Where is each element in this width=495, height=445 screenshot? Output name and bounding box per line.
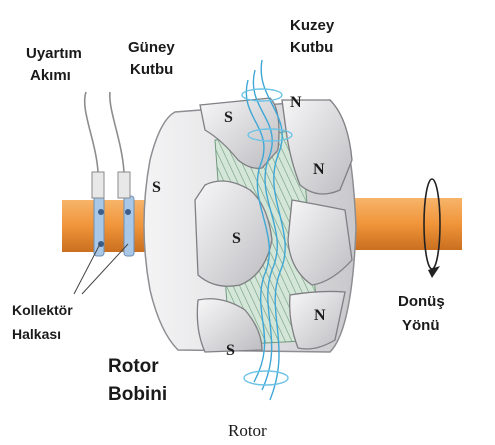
pole-label-n-1: N [290, 94, 302, 111]
pole-label-s-2: S [152, 179, 161, 196]
claw-pole-mid-south [194, 180, 273, 287]
claw-pole-bottom-south [196, 298, 263, 353]
claw-pole-top-north [281, 99, 353, 195]
label-rotor: Rotor [228, 421, 267, 440]
shaft-right [350, 198, 462, 250]
label-excitation-current: Uyartım Akımı [26, 45, 86, 84]
pole-label-s-1: S [224, 109, 233, 126]
brush-2 [117, 171, 131, 199]
pole-label-s-4: S [226, 342, 235, 359]
wire-2 [109, 91, 125, 173]
brush-1 [91, 171, 105, 199]
label-south-pole: Güney Kutbu [128, 39, 179, 78]
wire-1 [83, 91, 99, 173]
label-slip-ring: Kollektör Halkası [12, 302, 77, 342]
pole-label-n-3: N [314, 307, 326, 324]
pole-label-s-3: S [232, 230, 241, 247]
claw-pole-bottom-north [289, 290, 346, 350]
label-rotor-coil: Rotor Bobini [108, 356, 167, 405]
label-north-pole: Kuzey Kutbu [290, 17, 338, 56]
claw-pole-mid-north [287, 199, 353, 286]
flux-lines [241, 59, 293, 401]
pole-label-n-2: N [313, 161, 325, 178]
label-rotation-direction: Donüş Yönü [398, 293, 449, 334]
